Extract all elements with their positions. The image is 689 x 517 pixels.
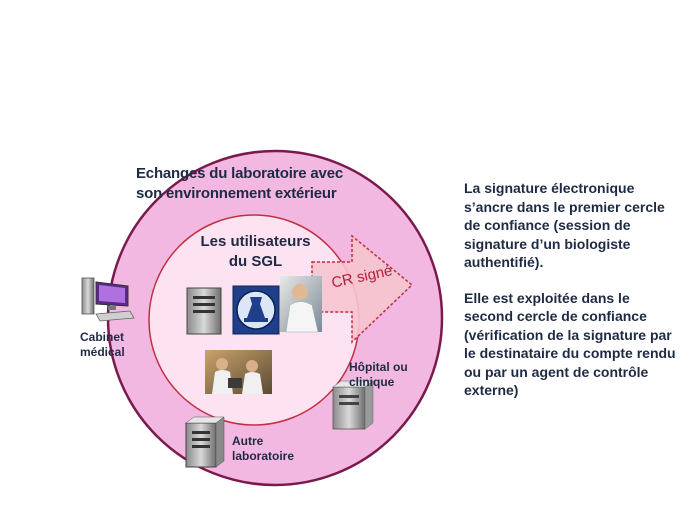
computer-icon <box>81 277 135 322</box>
cr-signe-arrow <box>311 234 414 344</box>
outer-title-line: Echanges du laboratoire avec <box>136 165 343 182</box>
node-label-line: médical <box>80 345 125 359</box>
microscope-logo-icon <box>232 285 280 335</box>
side-paragraph-2: Elle est exploitée dans le second cercle… <box>464 289 676 399</box>
inner-circle-title: Les utilisateurs du SGL <box>188 232 323 272</box>
server-icon <box>332 380 374 430</box>
outer-title-line: son environnement extérieur <box>136 185 337 202</box>
server-icon <box>185 416 225 468</box>
node-label-autre: Autre laboratoire <box>232 434 312 464</box>
biologist-photo <box>280 276 322 333</box>
node-label-line: clinique <box>349 375 395 389</box>
inner-title-line: Les utilisateurs <box>200 233 311 250</box>
node-label-hopital: Hôpital ou clinique <box>349 360 429 390</box>
lab-workers-photo <box>205 350 272 394</box>
outer-circle-title: Echanges du laboratoire avec son environ… <box>136 164 436 204</box>
node-label-line: Hôpital ou <box>349 360 408 374</box>
node-label-line: Autre <box>232 434 264 448</box>
inner-title-line: du SGL <box>228 253 283 270</box>
server-icon <box>186 287 222 335</box>
side-explanation: La signature électronique s’ancre dans l… <box>464 179 682 417</box>
node-label-cabinet: Cabinet médical <box>80 330 150 360</box>
side-paragraph-1: La signature électronique s’ancre dans l… <box>464 180 665 270</box>
node-label-line: Cabinet <box>80 330 125 344</box>
node-label-line: laboratoire <box>232 449 295 463</box>
